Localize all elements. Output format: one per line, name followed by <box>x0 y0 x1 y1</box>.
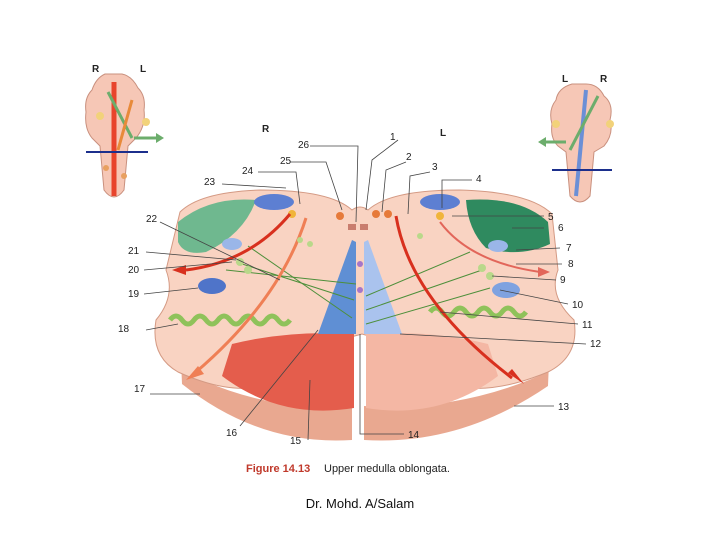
label-9: 9 <box>560 275 566 286</box>
label-13: 13 <box>558 402 570 413</box>
number-labels: 1 2 3 4 5 6 7 8 9 10 11 12 13 14 15 16 1… <box>118 132 602 447</box>
left-brainstem-inset: R L <box>85 64 164 198</box>
label-7: 7 <box>566 243 572 254</box>
label-20: 20 <box>128 265 140 276</box>
medulla-cross-section: R L <box>154 124 576 441</box>
label-10: 10 <box>572 300 584 311</box>
label-2: 2 <box>406 152 412 163</box>
section-side-r: R <box>262 124 270 135</box>
label-21: 21 <box>128 246 140 257</box>
inset-right-side-r: R <box>600 74 608 85</box>
label-14: 14 <box>408 430 420 441</box>
inset-left-side-l: L <box>140 64 146 75</box>
label-4: 4 <box>476 174 482 185</box>
label-5: 5 <box>548 212 554 223</box>
label-12: 12 <box>590 339 602 350</box>
figure-caption: Figure 14.13 Upper medulla oblongata. <box>246 463 450 475</box>
caption-figure-number: Figure 14.13 <box>246 463 310 475</box>
label-15: 15 <box>290 436 302 447</box>
label-26: 26 <box>298 140 310 151</box>
right-brainstem-inset: L R <box>538 74 614 203</box>
author-footer: Dr. Mohd. A/Salam <box>305 496 415 511</box>
label-11: 11 <box>582 320 593 331</box>
inset-right-side-l: L <box>562 74 568 85</box>
label-6: 6 <box>558 223 564 234</box>
label-16: 16 <box>226 428 238 439</box>
leader-lines <box>143 139 587 441</box>
label-19: 19 <box>128 289 140 300</box>
label-8: 8 <box>568 259 574 270</box>
label-1: 1 <box>390 132 396 143</box>
label-17: 17 <box>134 384 146 395</box>
label-3: 3 <box>432 162 438 173</box>
label-18: 18 <box>118 324 130 335</box>
caption-text: Upper medulla oblongata. <box>324 463 450 475</box>
label-22: 22 <box>146 214 158 225</box>
inset-left-side-r: R <box>92 64 100 75</box>
label-24: 24 <box>242 166 254 177</box>
section-side-l: L <box>440 128 446 139</box>
label-25: 25 <box>280 156 292 167</box>
label-23: 23 <box>204 177 216 188</box>
